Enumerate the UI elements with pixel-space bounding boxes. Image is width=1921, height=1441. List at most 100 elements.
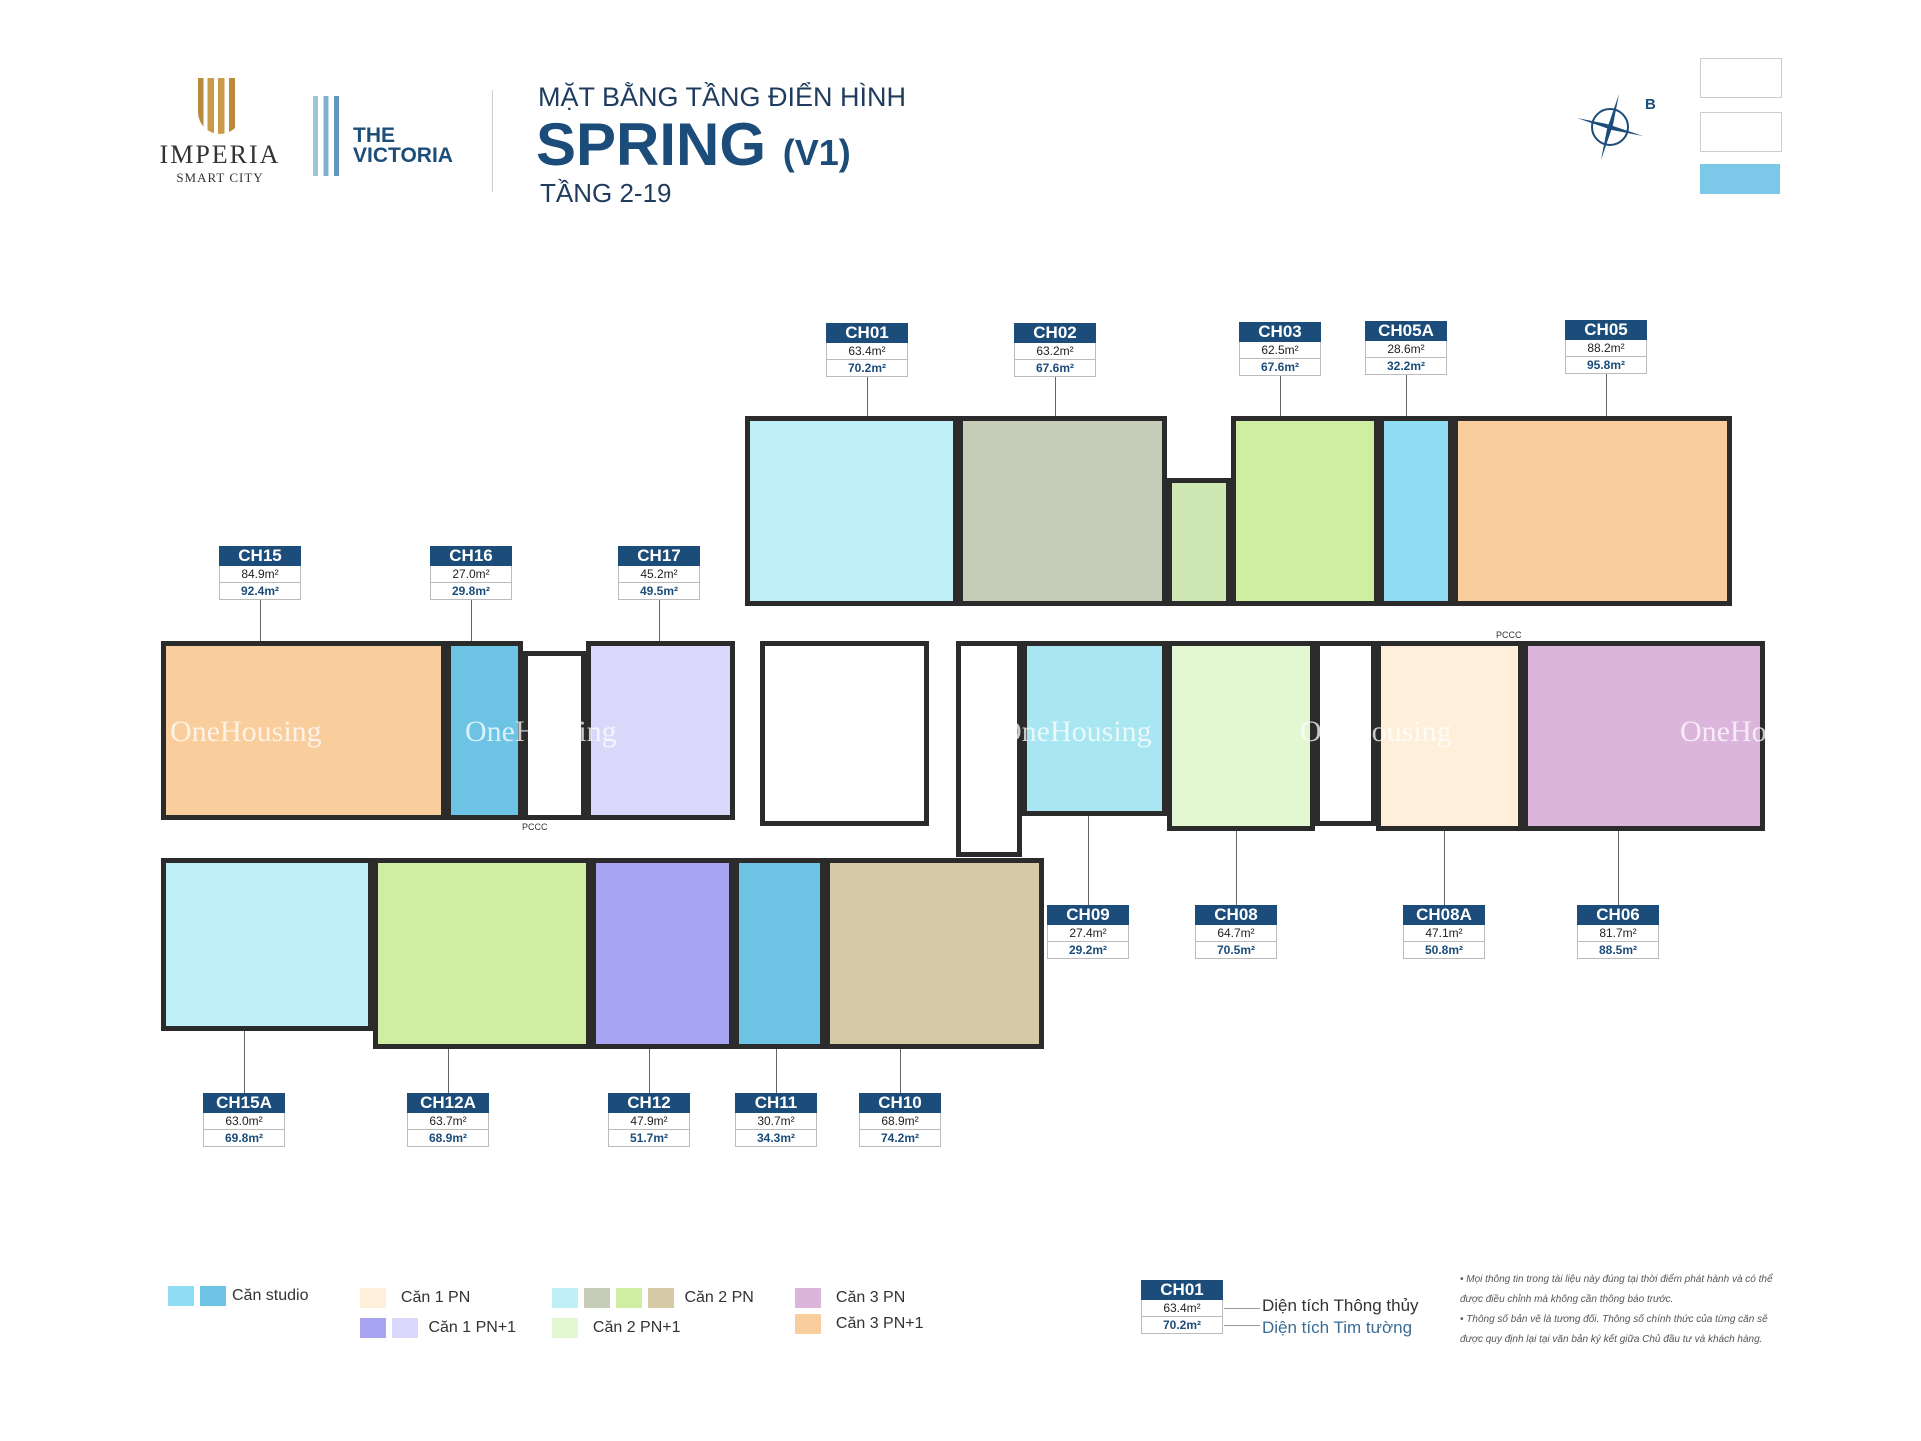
- room-ch09: [1022, 641, 1167, 816]
- unit-id: CH09: [1047, 905, 1129, 925]
- room-ch16: [446, 641, 523, 820]
- legend-label: Căn 1 PN+1: [428, 1319, 517, 1337]
- compass-north-label: B: [1645, 96, 1656, 113]
- key-area-wall-label: Diện tích Tim tường: [1262, 1318, 1413, 1337]
- watermark: OneHousing: [1000, 715, 1152, 748]
- legend-swatch: [360, 1318, 386, 1338]
- leader-line: [448, 1049, 449, 1093]
- imperia-name: IMPERIA: [159, 140, 281, 169]
- leader-line: [1088, 816, 1089, 905]
- room-ch08: [1167, 641, 1315, 831]
- pccc-label: PCCC: [522, 822, 548, 832]
- unit-id: CH08: [1195, 905, 1277, 925]
- core: [760, 641, 929, 826]
- legend-label: Căn 3 PN+1: [835, 1315, 924, 1333]
- legend-swatch: [795, 1314, 821, 1334]
- title-version: (V1): [782, 132, 851, 173]
- legend-swatch: [616, 1288, 642, 1308]
- room-ch03: [1231, 416, 1379, 606]
- room-ch05a: [1379, 416, 1453, 606]
- key-area-wall: 70.2m²: [1141, 1317, 1223, 1334]
- area-clear: 47.1m²: [1403, 925, 1485, 942]
- legend-2pn: Căn 2 PN: [552, 1288, 754, 1308]
- legend-swatch: [795, 1288, 821, 1308]
- legend-swatch: [392, 1318, 418, 1338]
- unit-id: CH05: [1565, 320, 1647, 340]
- unit-id: CH11: [735, 1093, 817, 1113]
- imperia-sub: SMART CITY: [176, 170, 264, 185]
- leader-line: [659, 600, 660, 641]
- area-clear: 45.2m²: [618, 566, 700, 583]
- room-ch11: [734, 858, 825, 1049]
- leader-line: [1055, 377, 1056, 416]
- watermark: OneHousing: [465, 715, 617, 748]
- compass-icon: [1577, 94, 1643, 160]
- room-ch02-ext: [1167, 478, 1231, 606]
- unit-id: CH10: [859, 1093, 941, 1113]
- legend-swatch: [648, 1288, 674, 1308]
- legend-swatch: [552, 1288, 578, 1308]
- area-wall: 49.5m²: [618, 583, 700, 600]
- area-clear: 28.6m²: [1365, 341, 1447, 358]
- area-wall: 69.8m²: [203, 1130, 285, 1147]
- page-subtitle: MẶT BẰNG TẦNG ĐIỂN HÌNH: [538, 82, 907, 112]
- legend-label: Căn 2 PN+1: [592, 1319, 681, 1337]
- key-plan-2: [1700, 112, 1782, 152]
- stair-right: [1315, 641, 1376, 826]
- legend-1pn1: Căn 1 PN+1: [360, 1318, 516, 1338]
- header-divider: [492, 90, 493, 192]
- unit-id: CH06: [1577, 905, 1659, 925]
- unit-id: CH01: [826, 323, 908, 343]
- pccc-label: PCCC: [1496, 630, 1522, 640]
- key-plan-3-highlight: [1700, 164, 1780, 194]
- unit-id: CH15: [219, 546, 301, 566]
- victoria-name: THE VICTORIA: [353, 124, 453, 167]
- legend-studio: Căn studio: [168, 1286, 309, 1306]
- area-clear: 81.7m²: [1577, 925, 1659, 942]
- area-wall: 50.8m²: [1403, 942, 1485, 959]
- unit-id: CH12: [608, 1093, 690, 1113]
- room-ch15a: [161, 858, 373, 1031]
- stair-left: [523, 651, 586, 820]
- legend-swatch: [552, 1318, 578, 1338]
- legend-label: Căn 2 PN: [684, 1289, 754, 1307]
- area-clear: 62.5m²: [1239, 342, 1321, 359]
- room-ch05: [1453, 416, 1732, 606]
- leader-line: [1606, 374, 1607, 416]
- leader-line: [867, 377, 868, 416]
- room-ch08a: [1376, 641, 1523, 831]
- watermark: OneHousing: [1680, 715, 1832, 748]
- area-wall: 32.2m²: [1365, 358, 1447, 375]
- page-title: SPRING (V1): [536, 110, 851, 179]
- legend-swatch: [200, 1286, 226, 1306]
- area-clear: 63.7m²: [407, 1113, 489, 1130]
- legend-3pn1: Căn 3 PN+1: [795, 1314, 924, 1334]
- area-clear: 68.9m²: [859, 1113, 941, 1130]
- leader-line: [1618, 831, 1619, 905]
- key-plan-1: [1700, 58, 1782, 98]
- note: • Mọi thông tin trong tài liệu này đúng …: [1460, 1274, 1773, 1305]
- room-ch15: [161, 641, 446, 820]
- area-clear: 88.2m²: [1565, 340, 1647, 357]
- unit-id: CH15A: [203, 1093, 285, 1113]
- area-wall: 70.5m²: [1195, 942, 1277, 959]
- room-ch12a: [373, 858, 591, 1049]
- area-clear: 47.9m²: [608, 1113, 690, 1130]
- key-area-clear-label: Diện tích Thông thủy: [1262, 1296, 1419, 1315]
- imperia-logo-mark: [198, 78, 242, 134]
- area-wall: 34.3m²: [735, 1130, 817, 1147]
- room-ch17: [586, 641, 735, 820]
- legend-3pn: Căn 3 PN: [795, 1288, 905, 1308]
- area-wall: 29.8m²: [430, 583, 512, 600]
- unit-id: CH17: [618, 546, 700, 566]
